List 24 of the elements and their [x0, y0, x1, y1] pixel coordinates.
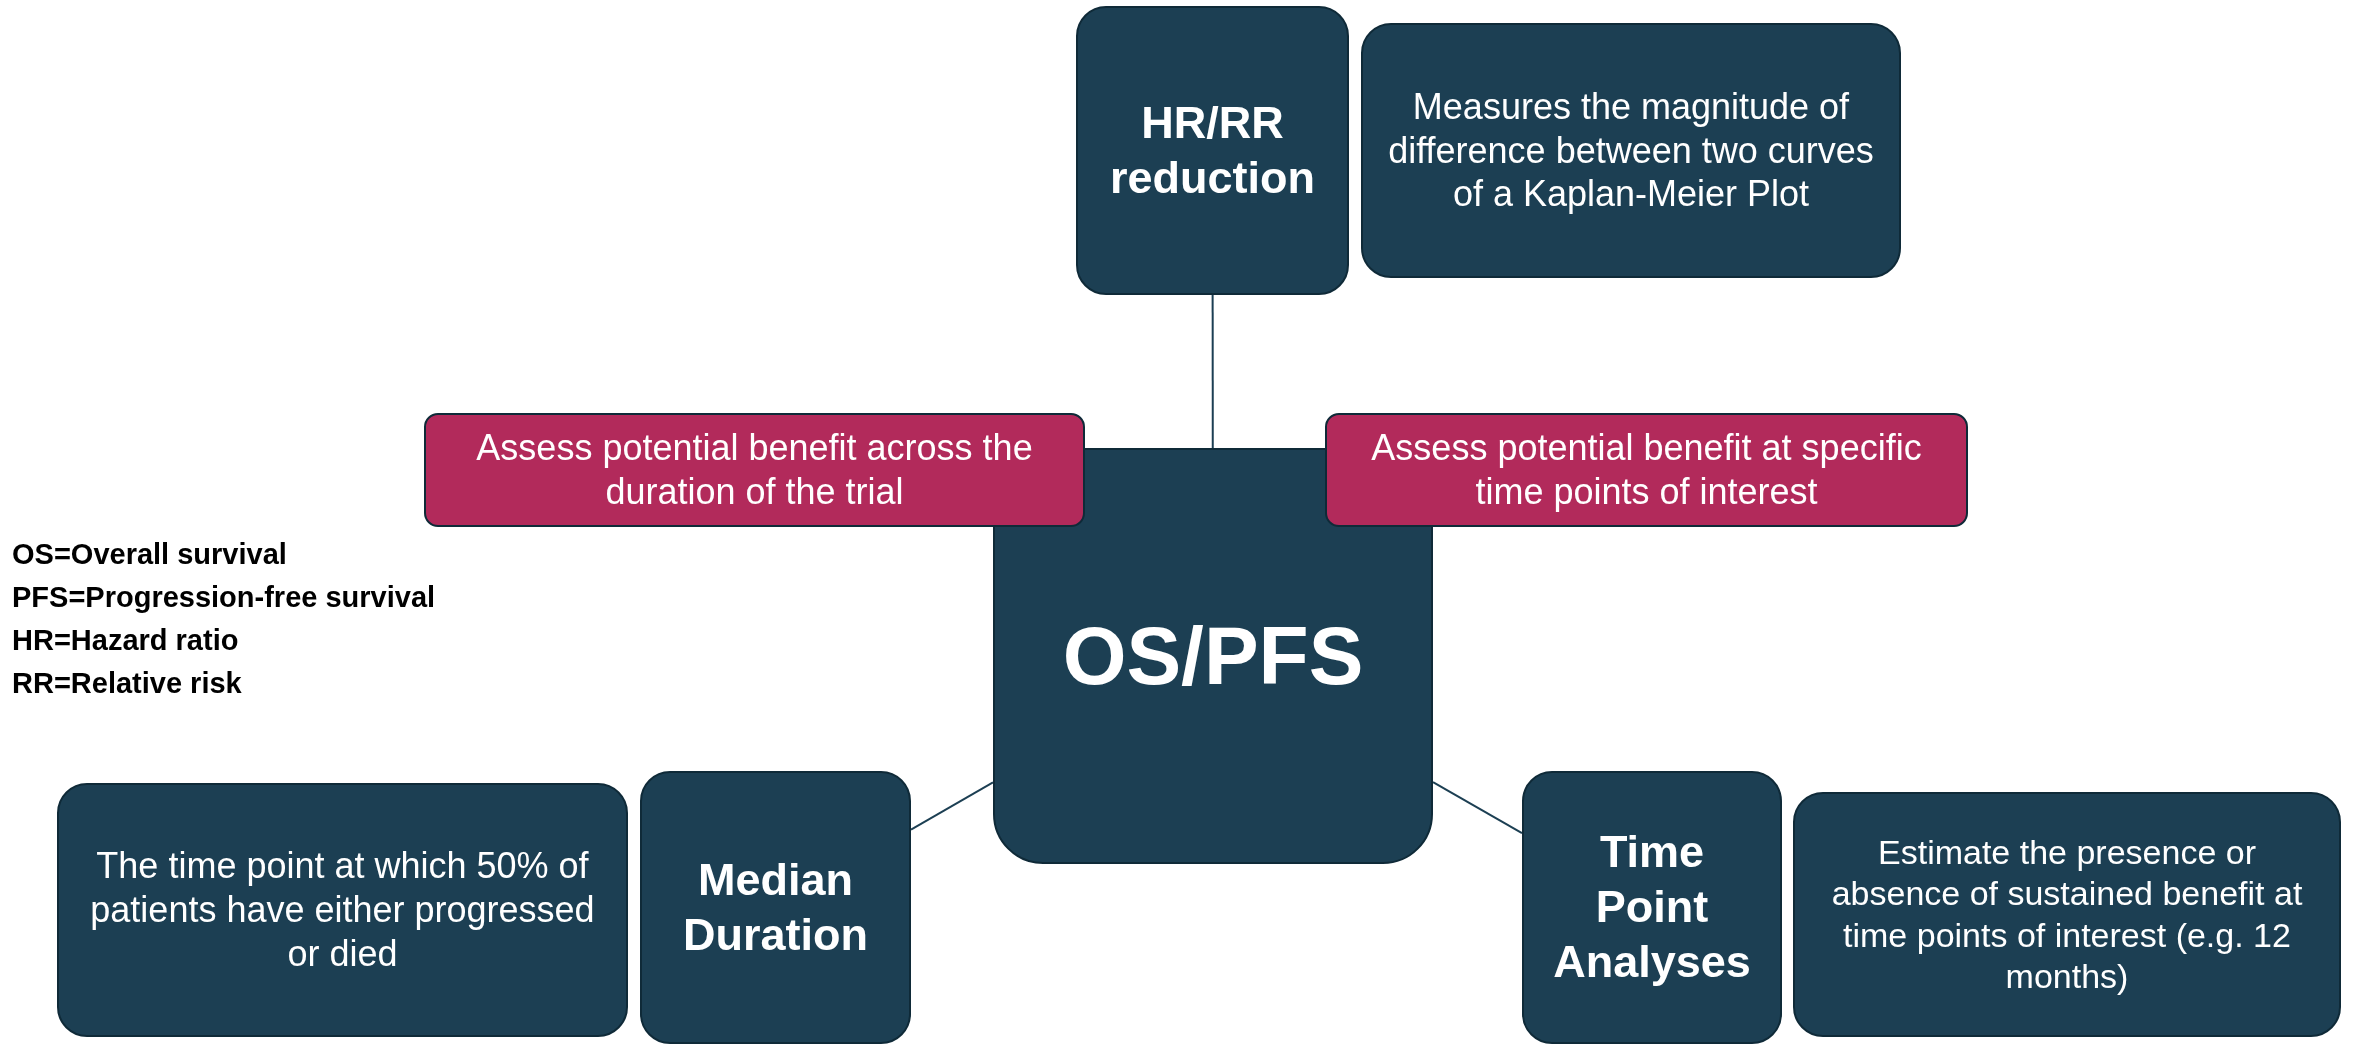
description-text: Estimate the presence or absence of sustained benefit at time points of interest (e.g. 12 months): [1830, 831, 2304, 997]
connector-line: [1211, 294, 1214, 449]
purpose-box: [1325, 413, 1968, 527]
connector-line: [910, 781, 994, 831]
purpose-text: Assess potential benefit across the duration of the trial: [475, 426, 1034, 514]
description-box: [1361, 23, 1901, 278]
abbreviation-note: HR=Hazard ratio: [12, 624, 239, 657]
topic-box: [1076, 6, 1349, 295]
topic-title: Time Point Analyses: [1552, 825, 1752, 989]
purpose-box: [424, 413, 1085, 527]
description-text: The time point at which 50% of patients have either progressed or died: [89, 844, 596, 976]
abbreviation-note: OS=Overall survival: [12, 538, 287, 571]
connector-line: [1432, 781, 1523, 834]
abbreviation-note: PFS=Progression-free survival: [12, 581, 436, 614]
description-box: [1793, 792, 2341, 1037]
topic-box: [640, 771, 911, 1044]
topic-title: HR/RR reduction: [1109, 95, 1316, 205]
topic-box: [1522, 771, 1782, 1044]
description-box: [57, 783, 628, 1037]
purpose-text: Assess potential benefit at specific time points of interest: [1370, 426, 1923, 514]
central-title: OS/PFS: [1062, 608, 1364, 703]
topic-title: Median Duration: [682, 852, 869, 962]
abbreviation-note: RR=Relative risk: [12, 667, 242, 700]
description-text: Measures the magnitude of difference between two curves of a Kaplan-Meier Plot: [1387, 84, 1875, 217]
